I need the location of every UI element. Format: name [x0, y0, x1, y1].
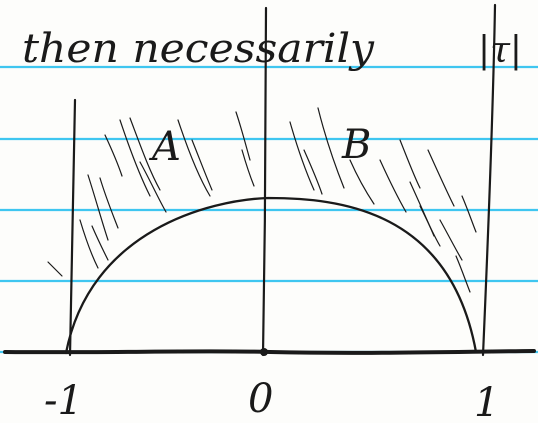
hatching-right [289, 107, 477, 293]
vertical-line-zero [261, 6, 268, 357]
region-label-b: B [341, 122, 371, 168]
real-axis [3, 349, 536, 355]
arc-curve [64, 196, 478, 355]
header-text: then necessarily [22, 26, 375, 72]
vertical-line-one [481, 3, 497, 357]
origin-dot [260, 348, 268, 356]
hatching-left [47, 111, 255, 277]
tick-label-minus-one: -1 [44, 378, 83, 423]
tau-label: |τ| [478, 30, 522, 71]
tick-label-zero: 0 [248, 376, 273, 422]
vertical-line-minus-one [68, 98, 77, 357]
region-label-a: A [148, 124, 181, 170]
tick-label-one: 1 [474, 380, 499, 423]
